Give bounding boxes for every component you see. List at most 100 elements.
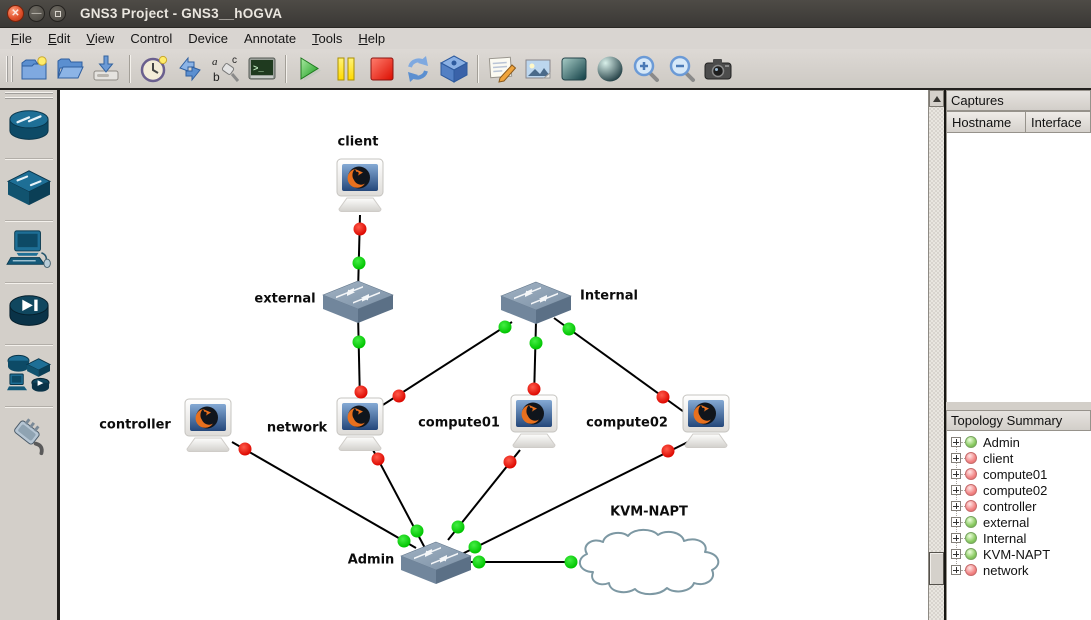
node-label-compute02[interactable]: compute02: [586, 415, 668, 431]
topology-canvas[interactable]: client external Internal controller network c…: [60, 90, 928, 620]
menu-tools[interactable]: Tools: [312, 30, 343, 46]
expander-icon[interactable]: [951, 517, 961, 527]
tree-stub: [961, 505, 965, 507]
topology-item-Internal[interactable]: Internal: [947, 530, 1091, 546]
menu-control[interactable]: Control: [130, 30, 173, 46]
svg-text:c: c: [232, 55, 237, 66]
expander-icon[interactable]: [951, 501, 961, 511]
save-project-button[interactable]: [88, 51, 124, 87]
expander-icon[interactable]: [951, 453, 961, 463]
node-label-compute01[interactable]: compute01: [418, 415, 500, 431]
node-label-Internal[interactable]: Internal: [579, 288, 639, 304]
node-label-external[interactable]: external: [254, 291, 316, 307]
interface-labels-button[interactable]: [172, 51, 208, 87]
zoom-out-button[interactable]: [664, 51, 700, 87]
menu-device[interactable]: Device: [188, 30, 228, 46]
node-network[interactable]: [332, 397, 388, 453]
menu-edit[interactable]: Edit: [47, 30, 71, 46]
node-external[interactable]: [320, 279, 396, 325]
add-note-button[interactable]: [484, 51, 520, 87]
node-label-network[interactable]: network: [266, 420, 328, 436]
topology-item-Admin[interactable]: Admin: [947, 434, 1091, 450]
topology-item-compute01[interactable]: compute01: [947, 466, 1091, 482]
link-status-dot-green: [468, 540, 482, 554]
up-arrow-icon: [932, 95, 941, 102]
suspend-button[interactable]: [328, 51, 364, 87]
close-button[interactable]: ✕: [7, 5, 24, 22]
expander-icon[interactable]: [951, 469, 961, 479]
start-button[interactable]: [292, 51, 328, 87]
sidebar-end-devices-button[interactable]: [3, 227, 55, 277]
expander-icon[interactable]: [951, 437, 961, 447]
node-compute02[interactable]: [678, 394, 734, 450]
minimize-button[interactable]: —: [28, 5, 45, 22]
snapshot-button[interactable]: [136, 51, 172, 87]
maximize-button[interactable]: [49, 5, 66, 22]
link-status-dot-red: [238, 442, 252, 456]
node-Admin[interactable]: [398, 540, 474, 586]
switch-icon: [498, 281, 574, 330]
column-hostname[interactable]: Hostname: [946, 111, 1025, 133]
column-interface[interactable]: Interface: [1025, 111, 1091, 133]
node-client[interactable]: [332, 158, 388, 214]
svg-text:>_: >_: [253, 64, 264, 74]
zoom-in-button[interactable]: [628, 51, 664, 87]
draw-rectangle-button[interactable]: [556, 51, 592, 87]
virtualbox-button[interactable]: [436, 51, 472, 87]
menu-view[interactable]: View: [86, 30, 115, 46]
node-label-controller[interactable]: controller: [99, 417, 171, 433]
reload-button[interactable]: [400, 51, 436, 87]
node-controller[interactable]: [180, 398, 236, 454]
sidebar-separator: [4, 220, 53, 222]
menu-help[interactable]: Help: [358, 30, 386, 46]
node-KVM-NAPT[interactable]: [571, 525, 731, 599]
topology-item-KVM-NAPT[interactable]: KVM-NAPT: [947, 546, 1091, 562]
scrollbar-thumb[interactable]: [929, 552, 944, 585]
draw-ellipse-button[interactable]: [592, 51, 628, 87]
topology-item-external[interactable]: external: [947, 514, 1091, 530]
panel-splitter[interactable]: [946, 402, 1091, 410]
expander-icon[interactable]: [951, 485, 961, 495]
sidebar-security-devices-button[interactable]: [3, 289, 55, 339]
topology-item-client[interactable]: client: [947, 450, 1091, 466]
menu-file[interactable]: File: [11, 30, 32, 46]
menu-annotate[interactable]: Annotate: [244, 30, 297, 46]
console-button[interactable]: >_: [244, 51, 280, 87]
node-Internal[interactable]: [498, 280, 574, 326]
topology-item-label: KVM-NAPT: [983, 546, 1051, 562]
topology-item-controller[interactable]: controller: [947, 498, 1091, 514]
link-status-dot-red: [661, 444, 675, 458]
sidebar-switches-button[interactable]: [3, 165, 55, 215]
virtualbox-icon: [439, 54, 469, 84]
sidebar-grip[interactable]: [4, 92, 53, 99]
tree-stub: [961, 473, 965, 475]
link-line[interactable]: [231, 441, 417, 549]
sidebar-all-devices-button[interactable]: [3, 351, 55, 401]
node-label-client[interactable]: client: [337, 134, 379, 150]
expander-icon[interactable]: [951, 549, 961, 559]
link-line[interactable]: [457, 438, 695, 557]
topology-item-compute02[interactable]: compute02: [947, 482, 1091, 498]
stop-button[interactable]: [364, 51, 400, 87]
scrollbar-up-button[interactable]: [929, 90, 944, 107]
link-status-dot-red: [354, 385, 368, 399]
sidebar-routers-button[interactable]: [3, 103, 55, 153]
insert-picture-button[interactable]: [520, 51, 556, 87]
node-label-Admin[interactable]: Admin: [347, 552, 395, 568]
canvas-vertical-scrollbar[interactable]: [928, 90, 944, 620]
node-label-KVM-NAPT[interactable]: KVM-NAPT: [610, 504, 688, 520]
screenshot-button[interactable]: [700, 51, 736, 87]
topology-item-network[interactable]: network: [947, 562, 1091, 578]
link-status-dot-green: [529, 336, 543, 350]
captures-table-body[interactable]: [946, 133, 1091, 402]
sidebar-add-link-button[interactable]: [3, 413, 55, 463]
expander-icon[interactable]: [951, 533, 961, 543]
new-project-icon: [19, 54, 49, 84]
open-project-button[interactable]: [52, 51, 88, 87]
new-project-button[interactable]: [16, 51, 52, 87]
node-compute01[interactable]: [506, 394, 562, 450]
expander-icon[interactable]: [951, 565, 961, 575]
toolbar-separator: [477, 54, 479, 83]
